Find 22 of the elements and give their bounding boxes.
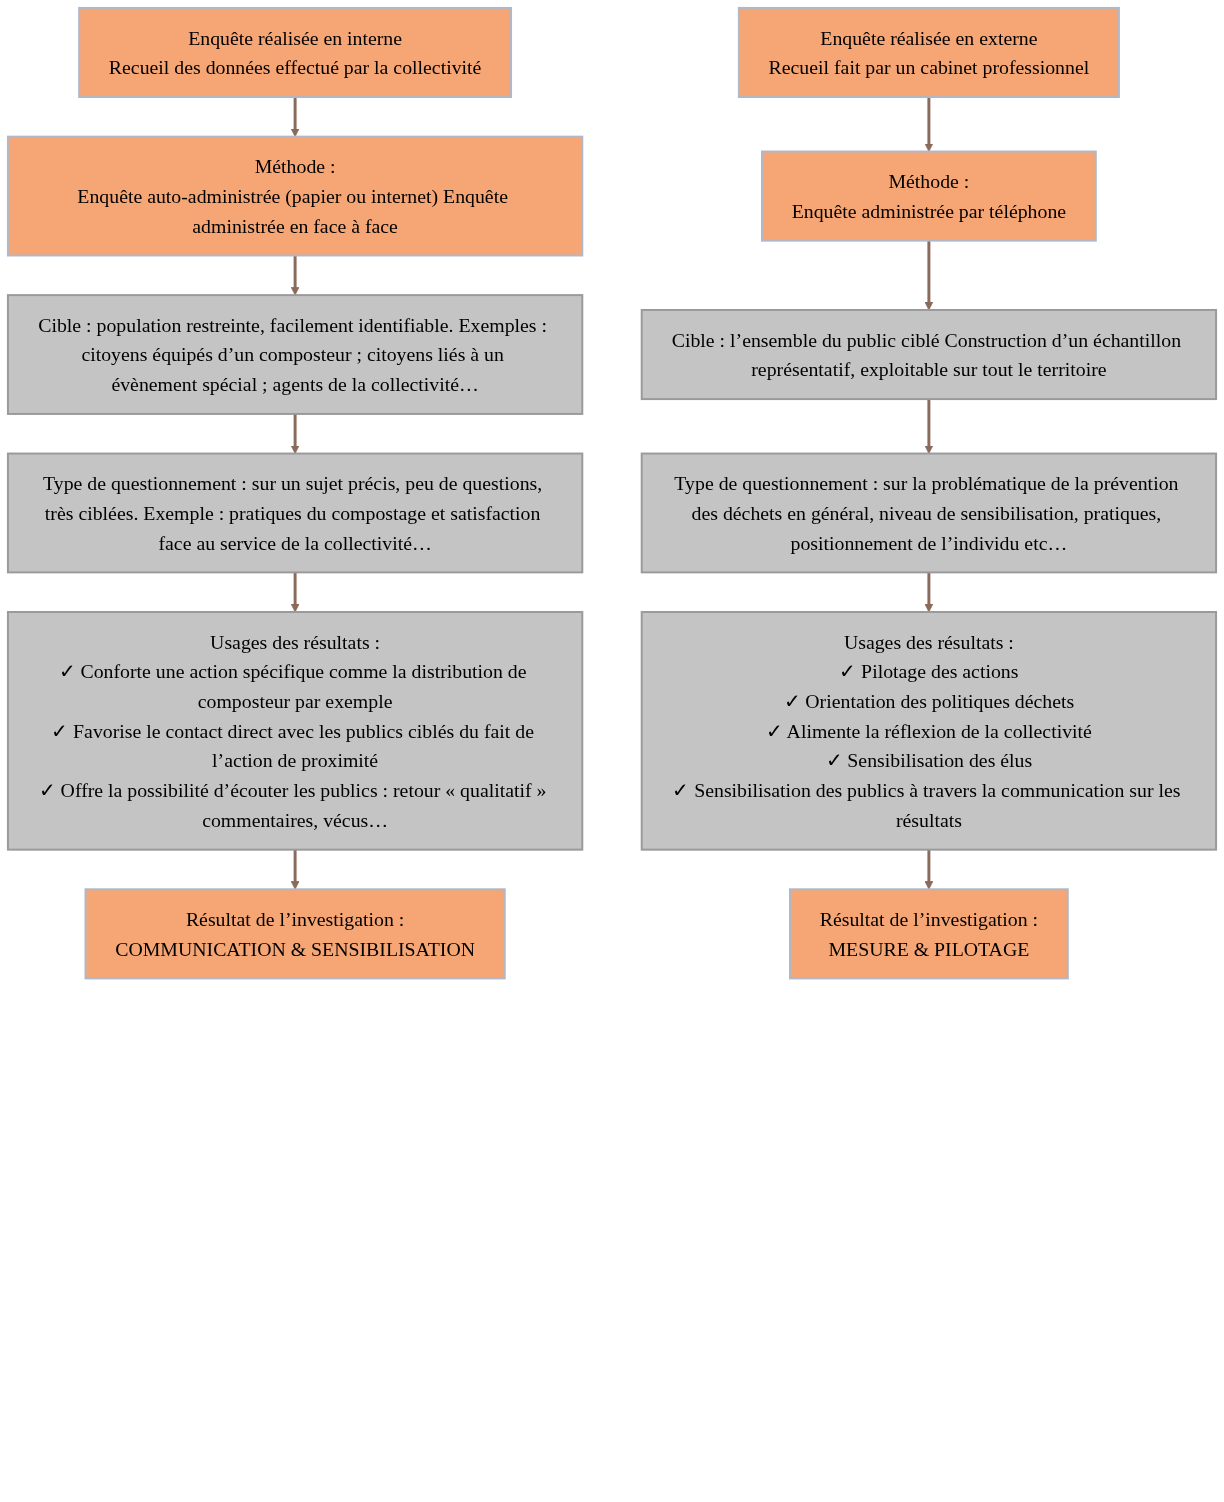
node-box: Résultat de l’investigation : MESURE & PILOTAGE [789, 888, 1069, 980]
arrow [924, 572, 934, 613]
node-box: Cible : population restreinte, facilement identifiable. Exemples : citoyens équipés d’un composteur ; citoyens liés à un évènement spécial ; agents de la collectivité… [6, 294, 584, 415]
arrow [290, 255, 300, 296]
arrow [290, 413, 300, 454]
node-box: Enquête réalisée en interne Recueil des données effectué par la collectivité [78, 6, 513, 99]
arrow [924, 97, 934, 152]
node-box: Méthode : Enquête auto-administrée (papier ou internet) Enquête administrée en face à face [6, 135, 584, 257]
node-box: Type de questionnement : sur la problématique de la prévention des déchets en général, niveau de sensibilisation, pratiques, positionnement de l’individu etc… [640, 452, 1218, 574]
node-box: Usages des résultats : ✓ Conforte une action spécifique comme la distribution de composteur par exemple ✓ Favorise le contact direct avec les publics ciblés du fait de l’action de proximité ✓ Offre la possibilité d’écouter les publics : retour « qualitatif » commentaires, vécus… [6, 611, 584, 851]
arrow [290, 849, 300, 890]
node-box: Cible : l’ensemble du public ciblé Construction d’un échantillon représentatif, exploitable sur tout le territoire [640, 308, 1218, 401]
arrow [924, 240, 934, 311]
node-box: Usages des résultats : ✓ Pilotage des actions ✓ Orientation des politiques déchets ✓ Alimente la réflexion de la collectivité ✓ Sensibilisation des élus ✓ Sensibilisation des publics à travers la communication sur les résultats [640, 611, 1218, 851]
arrow [924, 399, 934, 454]
node-box: Enquête réalisée en externe Recueil fait par un cabinet professionnel [737, 6, 1120, 99]
arrow [290, 97, 300, 138]
node-box: Méthode : Enquête administrée par téléphone [761, 150, 1097, 242]
arrow [290, 572, 300, 613]
arrow [924, 849, 934, 890]
node-box: Résultat de l’investigation : COMMUNICATION & SENSIBILISATION [84, 888, 506, 980]
node-box: Type de questionnement : sur un sujet précis, peu de questions, très ciblées. Exemple : pratiques du compostage et satisfaction face au service de la collectivité… [6, 452, 584, 574]
